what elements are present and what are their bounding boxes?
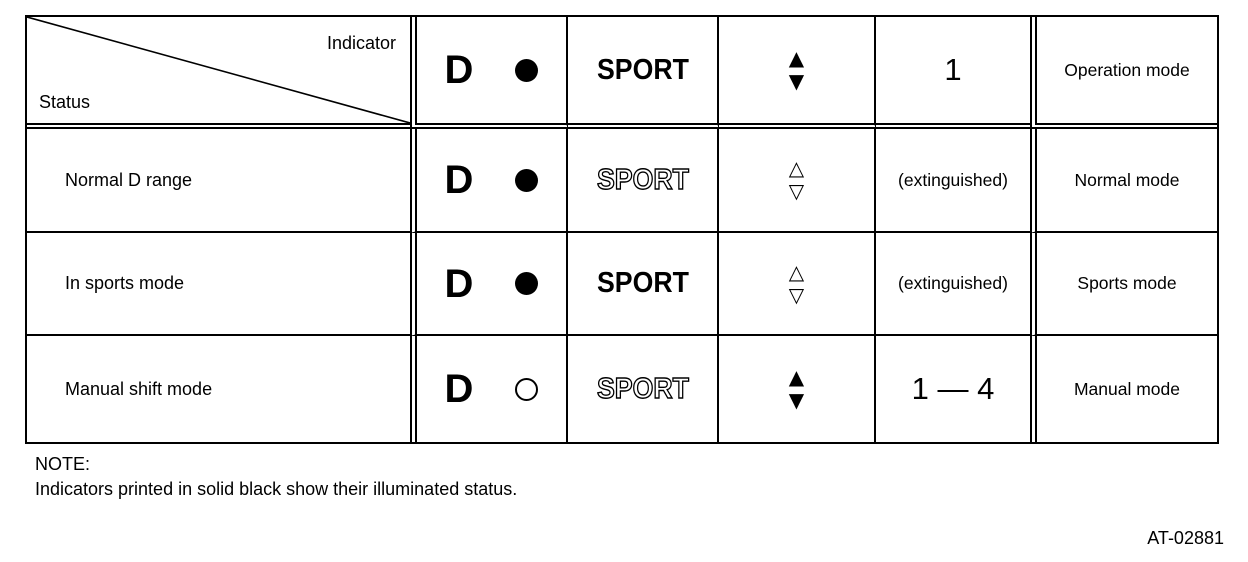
shift-down-icon: ▼ (788, 69, 805, 93)
d-dot-icon (515, 168, 539, 192)
d-dot-icon (515, 377, 539, 401)
gear-position-indicator: 1 — 4 (911, 371, 995, 406)
d-letter-icon: D (444, 48, 474, 92)
figure-id: AT-02881 (1147, 528, 1224, 548)
sport-indicator: SPORT (596, 267, 689, 299)
header-shift-arrows-cell: ▲ ▼ (719, 17, 876, 129)
operation-mode-value: Sports mode (1077, 273, 1177, 293)
d-indicator: D (445, 369, 539, 409)
shift-down-icon: ▽ (788, 282, 805, 307)
status-label: Normal D range (65, 169, 193, 190)
d-indicator: D (445, 160, 539, 200)
status-label: Manual shift mode (65, 378, 213, 399)
row2-operation-mode-cell: Sports mode (1030, 233, 1217, 336)
header-sport-indicator-cell: SPORT (568, 17, 719, 129)
row3-operation-mode-cell: Manual mode (1030, 336, 1217, 442)
shift-down-icon: ▽ (788, 179, 805, 203)
row1-gear-position-cell: (extinguished) (876, 129, 1030, 233)
shift-down-icon: ▼ (788, 388, 805, 412)
note-block: NOTE: Indicators printed in solid black … (35, 452, 517, 502)
indicator-axis-label: Indicator (326, 33, 396, 53)
d-letter-icon: D (444, 158, 474, 202)
sport-indicator: SPORT (596, 53, 689, 86)
note-text: Indicators printed in solid black show t… (35, 479, 518, 499)
row3-sport-indicator-cell: SPORT (568, 336, 719, 442)
row3-gear-position-cell: 1 — 4 (876, 336, 1030, 442)
shift-up-icon: △ (788, 259, 805, 284)
operation-mode-header-label: Operation mode (1064, 59, 1190, 80)
row-status-in-sports-mode: In sports mode (27, 233, 410, 336)
gear-position-indicator: 1 (944, 52, 962, 87)
d-letter-icon: D (444, 367, 474, 411)
row1-operation-mode-cell: Normal mode (1030, 129, 1217, 233)
diagonal-divider (27, 17, 410, 123)
d-indicator: D (445, 264, 539, 304)
row-status-manual-shift-mode: Manual shift mode (27, 336, 410, 442)
row-status-normal-d-range: Normal D range (27, 129, 410, 233)
row2-sport-indicator-cell: SPORT (568, 233, 719, 336)
row1-d-indicator-cell: D (410, 129, 568, 233)
gear-position-indicator: (extinguished) (898, 273, 1008, 293)
row2-gear-position-cell: (extinguished) (876, 233, 1030, 336)
shift-arrows-indicator: △ ▽ (788, 259, 805, 307)
gear-position-indicator: (extinguished) (898, 169, 1008, 190)
row1-sport-indicator-cell: SPORT (568, 129, 719, 233)
shift-arrows-indicator: △ ▽ (788, 156, 805, 203)
d-indicator: D (445, 50, 539, 90)
header-d-indicator-cell: D (410, 17, 568, 129)
operation-mode-value: Manual mode (1073, 378, 1181, 399)
shift-arrows-indicator: ▲ ▼ (788, 365, 805, 412)
shift-up-icon: △ (788, 156, 805, 180)
note-label: NOTE: (35, 454, 91, 474)
status-label: In sports mode (65, 273, 185, 293)
row1-shift-arrows-cell: △ ▽ (719, 129, 876, 233)
operation-mode-value: Normal mode (1074, 169, 1180, 190)
shift-up-icon: ▲ (788, 46, 805, 70)
row3-d-indicator-cell: D (410, 336, 568, 442)
status-axis-label: Status (39, 92, 91, 112)
header-gear-position-cell: 1 (876, 17, 1030, 129)
row2-d-indicator-cell: D (410, 233, 568, 336)
shift-arrows-indicator: ▲ ▼ (788, 46, 805, 93)
indicator-status-table: Indicator Status D SPORT ▲ ▼ 1 Operation… (25, 15, 1219, 444)
row3-shift-arrows-cell: ▲ ▼ (719, 336, 876, 442)
sport-indicator: SPORT (596, 163, 689, 196)
d-letter-icon: D (444, 261, 474, 306)
d-dot-icon (515, 58, 539, 82)
d-dot-icon (515, 272, 539, 295)
sport-indicator: SPORT (596, 372, 689, 405)
shift-up-icon: ▲ (788, 365, 805, 389)
header-operation-mode-cell: Operation mode (1030, 17, 1217, 129)
corner-header-cell: Indicator Status (27, 17, 410, 129)
row2-shift-arrows-cell: △ ▽ (719, 233, 876, 336)
